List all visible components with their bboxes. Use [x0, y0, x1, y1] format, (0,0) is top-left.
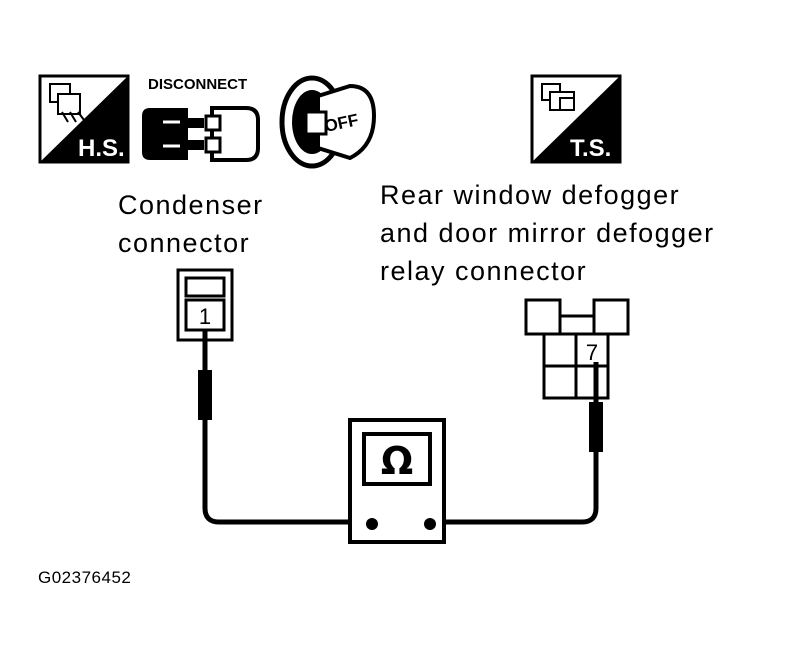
condenser-pin-label: 1	[199, 304, 211, 329]
ignition-off-badge: OFF	[279, 75, 377, 169]
hs-badge: H.S.	[38, 74, 130, 164]
relay-connector: 7	[524, 298, 630, 400]
figure-code: G02376452	[38, 568, 132, 587]
disconnect-badge: DISCONNECT	[142, 76, 260, 162]
relay-label-line-1: Rear window defogger	[380, 180, 681, 210]
condenser-connector-label: Condenser connector	[118, 186, 264, 262]
condenser-label-line-1: Condenser	[118, 190, 264, 220]
ignition-key-icon: OFF	[304, 83, 377, 161]
ohmmeter: Ω	[348, 418, 446, 544]
meter-terminal-left	[366, 518, 378, 530]
condenser-connector: 1	[176, 268, 234, 342]
relay-pin-label: 7	[586, 340, 598, 365]
disconnect-text: DISCONNECT	[148, 76, 247, 93]
left-test-lead	[198, 330, 372, 525]
ts-badge: T.S.	[530, 74, 622, 164]
disconnect-icon	[142, 106, 260, 162]
relay-label-line-3: relay connector	[380, 256, 588, 286]
relay-label-line-2: and door mirror defogger	[380, 218, 715, 248]
harness-connector-icon	[49, 83, 85, 123]
terminal-connector-icon	[541, 83, 575, 111]
meter-terminal-right	[424, 518, 436, 530]
hs-text: H.S.	[78, 135, 125, 162]
ts-text: T.S.	[570, 135, 611, 162]
relay-connector-label: Rear window defogger and door mirror def…	[380, 176, 715, 290]
right-test-lead	[430, 362, 603, 525]
ohm-symbol: Ω	[381, 439, 413, 483]
condenser-label-line-2: connector	[118, 228, 251, 258]
